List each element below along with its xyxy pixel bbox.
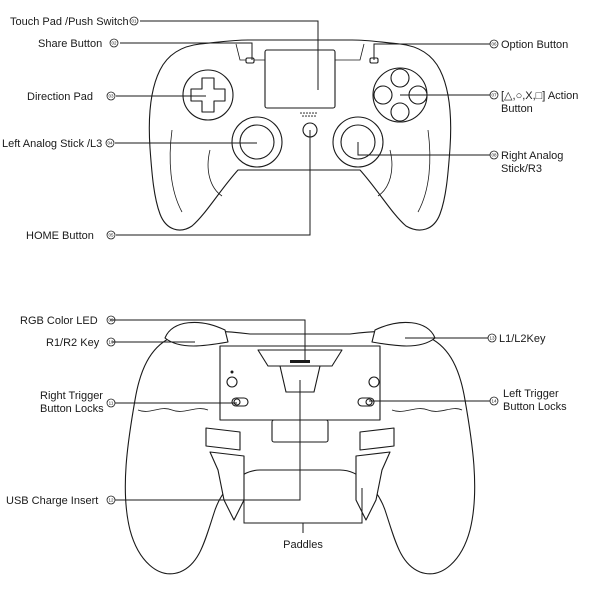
callout-marker-10 [106,337,116,347]
action-button-label-line1: [△,○,X,□] Action [501,90,578,102]
square-button [373,85,393,105]
callout-marker-06 [489,39,499,49]
callout-marker-11 [106,398,116,408]
direction-pad-label: Direction Pad [27,91,93,103]
option-button-label: Option Button [501,39,568,51]
right-analog-stick-label-line1: Right Analog [501,150,563,162]
left-analog-stick-cap [239,124,275,160]
callout-marker-05 [106,230,116,240]
left-analog-stick-label: Left Analog Stick /L3 [2,138,102,150]
triangle-button [390,68,410,88]
touch-pad [264,49,336,109]
speaker-grille [300,112,317,117]
back-seam-line [137,408,463,412]
front-left-grip-line-2 [207,149,223,197]
callout-number-07: 07 [491,93,497,98]
left-trigger-lock-label-line1: Left Trigger [503,388,559,400]
usb-charge-port-housing [279,365,321,393]
callout-marker-09 [106,315,116,325]
callout-number-08: 08 [491,153,497,158]
right-trigger-lock-knob [233,398,241,406]
l1-l2-key [371,321,436,347]
touch-pad-label: Touch Pad /Push Switch [10,16,129,28]
usb-charge-insert-label: USB Charge Insert [6,495,98,507]
r1-r2-key [164,321,229,347]
callout-number-13: 13 [489,336,495,341]
back-indicator-dot [230,370,234,374]
right-paddle [355,427,395,521]
callout-labels: Touch Pad /Push Switch 01 Share Button 0… [2,16,578,551]
callout-marker-04 [105,138,115,148]
back-right-screw [368,376,380,388]
left-trigger-lock-label-line2: Button Locks [503,401,567,413]
callout-number-10: 10 [108,340,114,345]
callout-number-01: 01 [131,19,137,24]
callout-marker-12 [106,495,116,505]
callout-number-06: 06 [491,42,497,47]
r1-r2-key-label: R1/R2 Key [46,337,100,349]
right-trigger-lock-label-line1: Right Trigger [40,390,103,402]
callout-number-05: 05 [108,233,114,238]
action-button-label-line2: Button [501,103,533,115]
back-left-screw [226,376,238,388]
front-left-grip-line [169,129,183,213]
callout-number-04: 04 [107,141,113,146]
rgb-color-led-label: RGB Color LED [20,315,98,327]
home-button-label: HOME Button [26,230,94,242]
rgb-color-led [257,349,343,367]
right-trigger-lock-label-line2: Button Locks [40,403,104,415]
callout-marker-14 [489,396,499,406]
callout-marker-13 [487,333,497,343]
left-paddle [205,427,245,521]
l1-l2-key-label: L1/L2Key [499,333,546,345]
callout-marker-07 [489,90,499,100]
callout-marker-08 [489,150,499,160]
callout-marker-03 [106,91,116,101]
led-strip [290,360,310,363]
left-trigger-lock-knob [365,398,373,406]
callout-number-02: 02 [111,41,117,46]
callout-number-09: 09 [108,318,114,323]
share-button-label: Share Button [38,38,102,50]
callout-marker-02 [109,38,119,48]
callout-number-11: 11 [109,401,114,406]
direction-pad [190,77,226,113]
share-button [245,57,255,64]
callout-number-03: 03 [108,94,114,99]
controller-front-view [148,39,452,231]
cross-button [390,102,410,122]
callout-number-14: 14 [491,399,497,404]
front-right-grip-line [417,129,431,213]
right-analog-stick-label-line2: Stick/R3 [501,163,542,175]
paddles-label: Paddles [283,539,323,551]
front-leader-lines [115,20,490,236]
back-leader-lines [110,319,490,533]
callout-number-12: 12 [108,498,114,503]
callout-marker-01 [129,16,139,26]
